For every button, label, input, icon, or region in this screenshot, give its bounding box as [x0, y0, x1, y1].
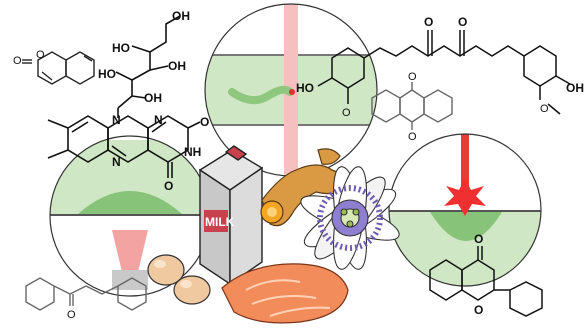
flavone-o-ring: O — [474, 303, 483, 317]
flavin-n-ring: N — [154, 113, 163, 127]
eggs-icon — [147, 254, 211, 305]
curcumin-oh: OH — [566, 81, 584, 95]
ribityl-ho-mid: HO — [112, 41, 130, 55]
flavin-o-top: O — [200, 115, 209, 129]
anthraquinone-structure — [371, 82, 453, 130]
milk-label: MILK — [205, 215, 235, 229]
coumarin-structure — [22, 51, 95, 85]
curcumin-ho: HO — [296, 81, 314, 95]
curcumin-ome-right: O — [540, 103, 549, 115]
ribityl-oh-low: OH — [144, 91, 162, 105]
coumarin-o-carbonyl: O — [13, 55, 22, 67]
chalcone-o: O — [67, 309, 76, 321]
passion-flower-icon — [300, 166, 400, 270]
flavin-n-top: N — [112, 113, 121, 127]
flavin-o-bottom: O — [164, 179, 173, 193]
coumarin-o-ring: O — [36, 49, 45, 61]
turmeric-root-icon — [260, 148, 348, 227]
anthraquinone-o-top: O — [408, 71, 417, 83]
curcumin-ome-left: O — [342, 107, 351, 119]
curcumin-o-left: O — [424, 15, 433, 29]
flavin-nh: NH — [184, 145, 201, 159]
flavin-n-left: N — [112, 155, 121, 169]
riboflavin-structure — [47, 15, 201, 178]
salmon-icon — [221, 263, 349, 324]
ribityl-oh-mid: OH — [168, 59, 186, 73]
flavone-structure — [429, 246, 543, 317]
anthraquinone-o-bottom: O — [408, 131, 417, 143]
milk-carton-icon — [198, 145, 264, 286]
beam-circle-left — [49, 135, 211, 297]
curcumin-structure — [317, 30, 571, 115]
ribityl-ho-low: HO — [98, 67, 116, 81]
flavone-o-carbonyl: O — [474, 232, 483, 246]
ribityl-oh-top: OH — [172, 9, 190, 23]
chalcone-structure — [25, 277, 147, 311]
curcumin-o-right: O — [458, 15, 467, 29]
beam-circle-center — [204, 3, 378, 177]
